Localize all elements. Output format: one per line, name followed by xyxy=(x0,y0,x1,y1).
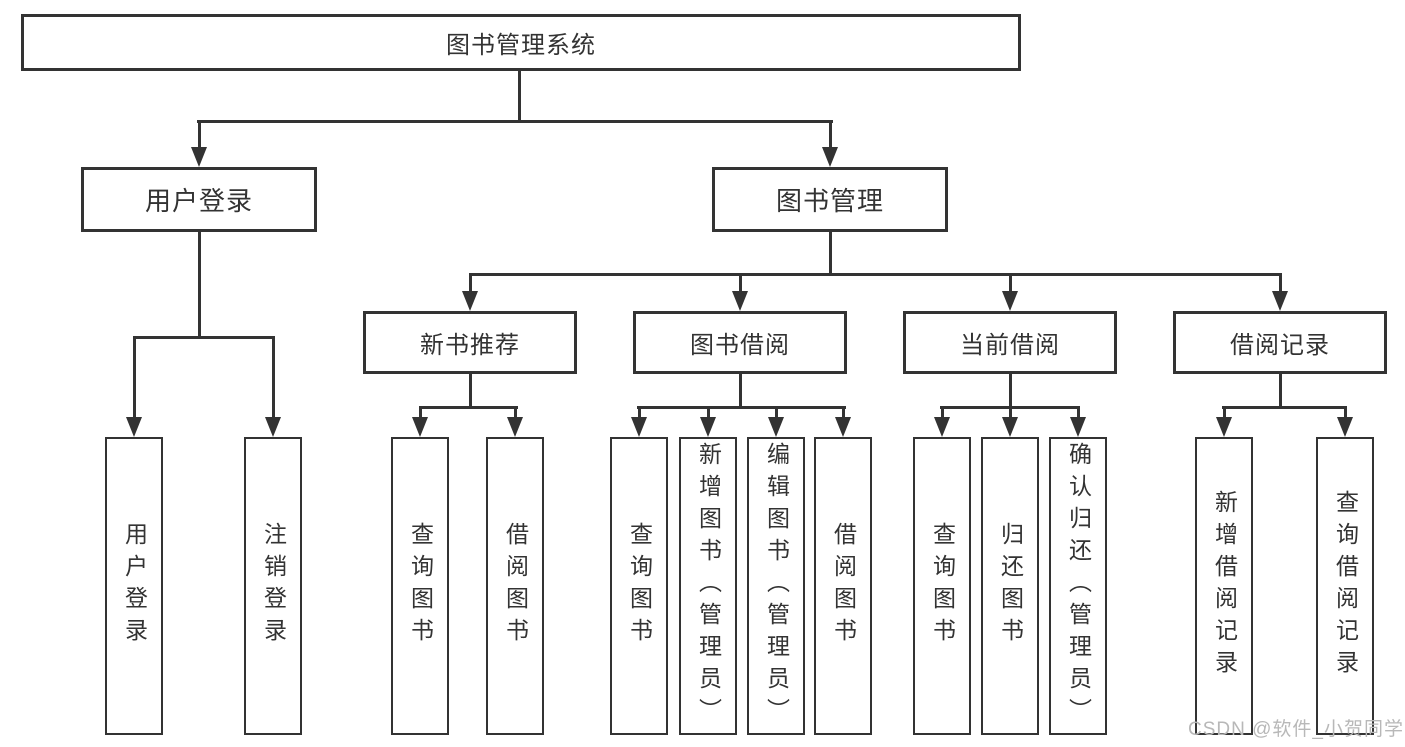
connector-line xyxy=(1222,406,1347,409)
arrow-down-icon xyxy=(732,291,748,311)
arrow-down-icon xyxy=(934,417,950,437)
leaf-borrow-books: 借阅图书 xyxy=(486,437,544,735)
leaf-label: 用户登录 xyxy=(121,522,148,650)
watermark-text: CSDN @软件_小贺同学 xyxy=(1188,719,1404,740)
connector-line xyxy=(1009,273,1012,293)
leaf-label: 借阅图书 xyxy=(830,522,857,650)
connector-line xyxy=(198,120,201,150)
leaf-label: 注销登录 xyxy=(260,522,287,650)
leaf-query-books: 查询图书 xyxy=(913,437,971,735)
connector-line xyxy=(419,406,518,409)
node-user-login: 用户登录 xyxy=(81,167,317,232)
connector-line xyxy=(469,273,472,293)
arrow-down-icon xyxy=(1070,417,1086,437)
node-label: 用户登录 xyxy=(144,186,253,216)
connector-line xyxy=(941,406,944,420)
node-new-book-recommendation: 新书推荐 xyxy=(363,311,577,374)
leaf-user-login: 用户登录 xyxy=(105,437,163,735)
connector-line xyxy=(1077,406,1080,420)
connector-line xyxy=(829,120,832,150)
arrow-down-icon xyxy=(1002,417,1018,437)
node-current-borrowing: 当前借阅 xyxy=(903,311,1117,374)
connector-line xyxy=(133,336,136,419)
arrow-down-icon xyxy=(507,417,523,437)
connector-line xyxy=(638,406,641,420)
connector-line xyxy=(707,406,710,420)
node-library-management-system: 图书管理系统 xyxy=(21,14,1021,71)
connector-line xyxy=(775,406,778,420)
arrow-down-icon xyxy=(1002,291,1018,311)
arrow-down-icon xyxy=(462,291,478,311)
arrow-down-icon xyxy=(412,417,428,437)
leaf-edit-books-admin: 编辑图书（管理员） xyxy=(747,437,805,735)
leaf-label: 新增图书（管理员） xyxy=(695,442,722,730)
connector-line xyxy=(829,232,832,273)
arrow-down-icon xyxy=(822,147,838,167)
node-borrowing-records: 借阅记录 xyxy=(1173,311,1387,374)
connector-line xyxy=(197,120,833,123)
connector-line xyxy=(1009,374,1012,406)
connector-line xyxy=(419,406,422,420)
connector-line xyxy=(272,336,275,419)
connector-line xyxy=(1009,406,1012,420)
leaf-query-books: 查询图书 xyxy=(391,437,449,735)
leaf-label: 查询借阅记录 xyxy=(1332,490,1359,682)
arrow-down-icon xyxy=(1216,417,1232,437)
arrow-down-icon xyxy=(768,417,784,437)
leaf-add-borrow-record: 新增借阅记录 xyxy=(1195,437,1253,735)
connector-line xyxy=(469,273,1282,276)
node-label: 图书借阅 xyxy=(690,332,790,359)
leaf-label: 查询图书 xyxy=(407,522,434,650)
leaf-label: 借阅图书 xyxy=(502,522,529,650)
connector-line xyxy=(637,406,846,409)
leaf-add-books-admin: 新增图书（管理员） xyxy=(679,437,737,735)
leaf-logout: 注销登录 xyxy=(244,437,302,735)
leaf-return-books: 归还图书 xyxy=(981,437,1039,735)
node-label: 图书管理 xyxy=(775,186,884,216)
arrow-down-icon xyxy=(265,417,281,437)
connector-line xyxy=(842,406,845,420)
leaf-label: 编辑图书（管理员） xyxy=(763,442,790,730)
leaf-label: 新增借阅记录 xyxy=(1211,490,1238,682)
connector-line xyxy=(1279,273,1282,293)
connector-line xyxy=(1279,374,1282,406)
arrow-down-icon xyxy=(700,417,716,437)
connector-line xyxy=(133,336,275,339)
connector-line xyxy=(739,374,742,406)
node-label: 新书推荐 xyxy=(420,332,520,359)
leaf-query-borrow-record: 查询借阅记录 xyxy=(1316,437,1374,735)
arrow-down-icon xyxy=(126,417,142,437)
connector-line xyxy=(1344,406,1347,420)
leaf-query-books: 查询图书 xyxy=(610,437,668,735)
arrow-down-icon xyxy=(835,417,851,437)
leaf-confirm-return-admin: 确认归还（管理员） xyxy=(1049,437,1107,735)
connector-line xyxy=(514,406,517,420)
arrow-down-icon xyxy=(1337,417,1353,437)
node-label: 图书管理系统 xyxy=(446,32,596,59)
leaf-borrow-books: 借阅图书 xyxy=(814,437,872,735)
leaf-label: 确认归还（管理员） xyxy=(1065,442,1092,730)
arrow-down-icon xyxy=(191,147,207,167)
leaf-label: 查询图书 xyxy=(929,522,956,650)
connector-line xyxy=(739,273,742,293)
arrow-down-icon xyxy=(1272,291,1288,311)
leaf-label: 查询图书 xyxy=(626,522,653,650)
connector-line xyxy=(469,374,472,406)
leaf-label: 归还图书 xyxy=(997,522,1024,650)
node-label: 当前借阅 xyxy=(960,332,1060,359)
node-label: 借阅记录 xyxy=(1230,332,1330,359)
node-book-management: 图书管理 xyxy=(712,167,948,232)
connector-line xyxy=(518,70,521,120)
connector-line xyxy=(198,232,201,336)
arrow-down-icon xyxy=(631,417,647,437)
connector-line xyxy=(1223,406,1226,420)
node-book-borrowing: 图书借阅 xyxy=(633,311,847,374)
